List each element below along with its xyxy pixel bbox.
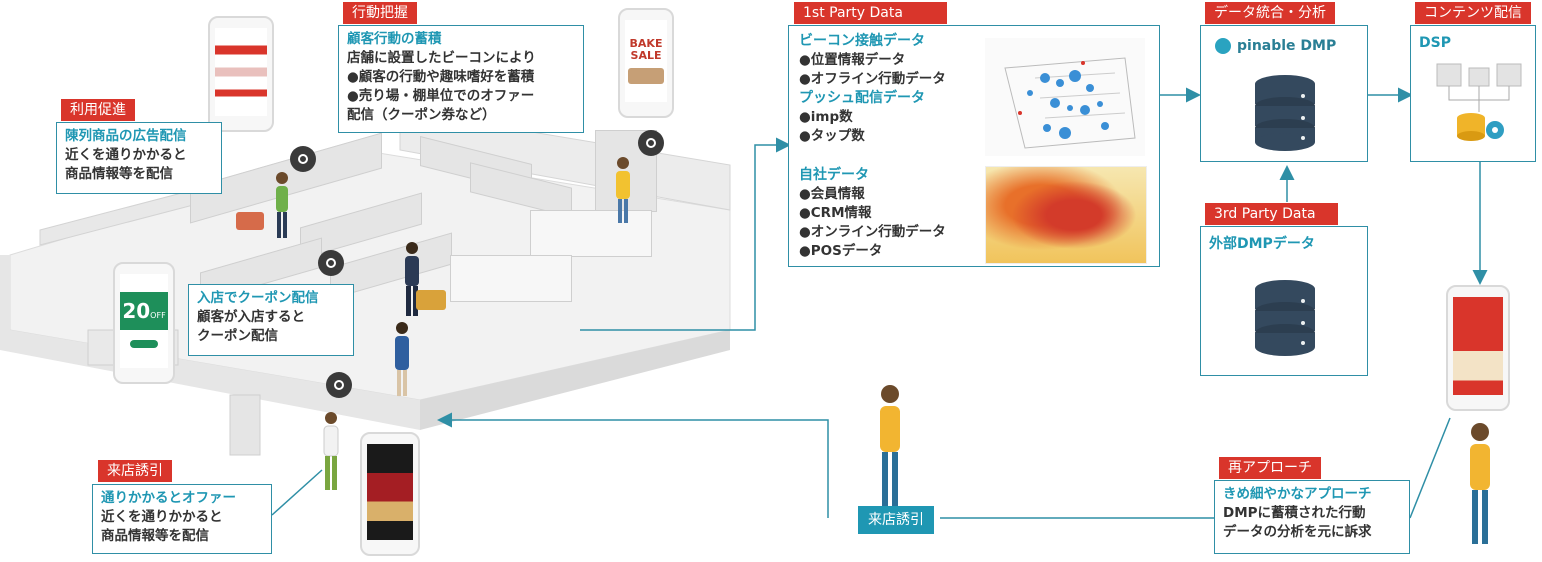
tag-first-party: 1st Party Data — [794, 2, 947, 24]
tag-third-party: 3rd Party Data — [1205, 203, 1338, 225]
callout-kodo: 顧客行動の蓄積 店舗に設置したビーコンにより ●顧客の行動や趣味嗜好を蓄積 ●売… — [338, 25, 584, 133]
coupon-suffix: OFF — [150, 311, 166, 320]
pinable-logo-text: pinable DMP — [1237, 38, 1337, 54]
callout-raiten: 通りかかるとオファー 近くを通りかかると 商品情報等を配信 — [92, 484, 272, 554]
phone-offer — [360, 432, 420, 556]
callout-line: クーポン配信 — [197, 328, 278, 344]
dsp-network-icon — [1436, 63, 1522, 141]
callout-line: 近くを通りかかると — [65, 147, 187, 163]
callout-line: 店舗に設置したビーコンにより — [347, 50, 536, 66]
callout-line: データの分析を元に訴求 — [1223, 524, 1372, 540]
push-data-title: プッシュ配信データ — [799, 90, 925, 106]
bake-sale-line: BAKE — [629, 37, 663, 50]
checkout-counter — [450, 255, 572, 302]
beacon-icon — [290, 146, 316, 172]
push-data-item: ●imp数 — [799, 109, 853, 125]
callout-line: 商品情報等を配信 — [65, 166, 173, 182]
callout-line: 近くを通りかかると — [101, 509, 223, 525]
callout-title: きめ細やかなアプローチ — [1223, 486, 1372, 502]
shopper-figure — [323, 412, 339, 490]
pinable-logo-icon — [1215, 38, 1231, 54]
own-data-title: 自社データ — [799, 167, 869, 183]
beacon-icon — [318, 250, 344, 276]
shopper-figure — [276, 172, 288, 238]
phone-bake-sale: BAKE SALE — [618, 8, 674, 118]
push-data-item: ●タップ数 — [799, 128, 865, 144]
tag-integration: データ統合・分析 — [1205, 2, 1335, 24]
callout-line: ●顧客の行動や趣味嗜好を蓄積 — [347, 69, 535, 85]
beacon-icon — [326, 372, 352, 398]
shopper-figure — [405, 242, 419, 316]
first-party-box: ビーコン接触データ ●位置情報データ ●オフライン行動データ プッシュ配信データ… — [788, 25, 1160, 267]
dsp-title: DSP — [1419, 35, 1451, 51]
beacon-data-title: ビーコン接触データ — [799, 33, 925, 49]
callout-title: 通りかかるとオファー — [101, 490, 236, 506]
raiten-center-label: 来店誘引 — [858, 506, 934, 534]
coupon-value: 20 — [122, 299, 151, 323]
tag-reapproach: 再アプローチ — [1219, 457, 1321, 479]
customer-figure — [1470, 423, 1490, 544]
phone-coupon: 20OFF — [113, 262, 175, 384]
tag-raiten: 来店誘引 — [98, 460, 172, 482]
beacon-map-image — [985, 38, 1145, 156]
beacon-data-item: ●オフライン行動データ — [799, 71, 946, 87]
shopping-cart-icon — [416, 290, 446, 310]
tag-riyo: 利用促進 — [61, 99, 135, 121]
callout-line: 顧客が入店すると — [197, 309, 305, 325]
third-party-box: 外部DMPデータ — [1200, 226, 1368, 376]
checkout-counter — [530, 210, 652, 257]
callout-line: ●売り場・棚単位でのオファー — [347, 88, 535, 104]
callout-title: 顧客行動の蓄積 — [347, 31, 442, 47]
beacon-data-item: ●位置情報データ — [799, 52, 906, 68]
own-data-item: ●オンライン行動データ — [799, 224, 946, 240]
own-data-item: ●CRM情報 — [799, 205, 872, 221]
callout-nyuten: 入店でクーポン配信 顧客が入店すると クーポン配信 — [188, 284, 354, 356]
callout-line: 配信（クーポン券など） — [347, 107, 496, 123]
database-icon — [1255, 75, 1315, 151]
callout-title: 入店でクーポン配信 — [197, 290, 319, 306]
tag-kodo: 行動把握 — [343, 2, 417, 24]
callout-line: DMPに蓄積された行動 — [1223, 505, 1366, 521]
heatmap-image — [985, 166, 1147, 264]
bake-sale-line: SALE — [630, 49, 662, 62]
customer-figure — [880, 385, 900, 506]
phone-campaign — [1446, 285, 1510, 411]
tag-content: コンテンツ配信 — [1415, 2, 1531, 24]
database-icon — [1255, 280, 1315, 356]
callout-title: 陳列商品の広告配信 — [65, 128, 187, 144]
shopping-cart-icon — [236, 212, 264, 230]
dsp-box: DSP — [1410, 25, 1536, 162]
own-data-item: ●会員情報 — [799, 186, 865, 202]
callout-line: 商品情報等を配信 — [101, 528, 209, 544]
shopper-figure — [395, 322, 409, 396]
shopper-figure — [616, 157, 630, 223]
dmp-box: pinable DMP — [1200, 25, 1368, 162]
beacon-icon — [638, 130, 664, 156]
phone-ad — [208, 16, 274, 132]
callout-riyo: 陳列商品の広告配信 近くを通りかかると 商品情報等を配信 — [56, 122, 222, 194]
own-data-item: ●POSデータ — [799, 243, 883, 259]
callout-reapproach: きめ細やかなアプローチ DMPに蓄積された行動 データの分析を元に訴求 — [1214, 480, 1410, 554]
third-party-title: 外部DMPデータ — [1209, 236, 1315, 252]
